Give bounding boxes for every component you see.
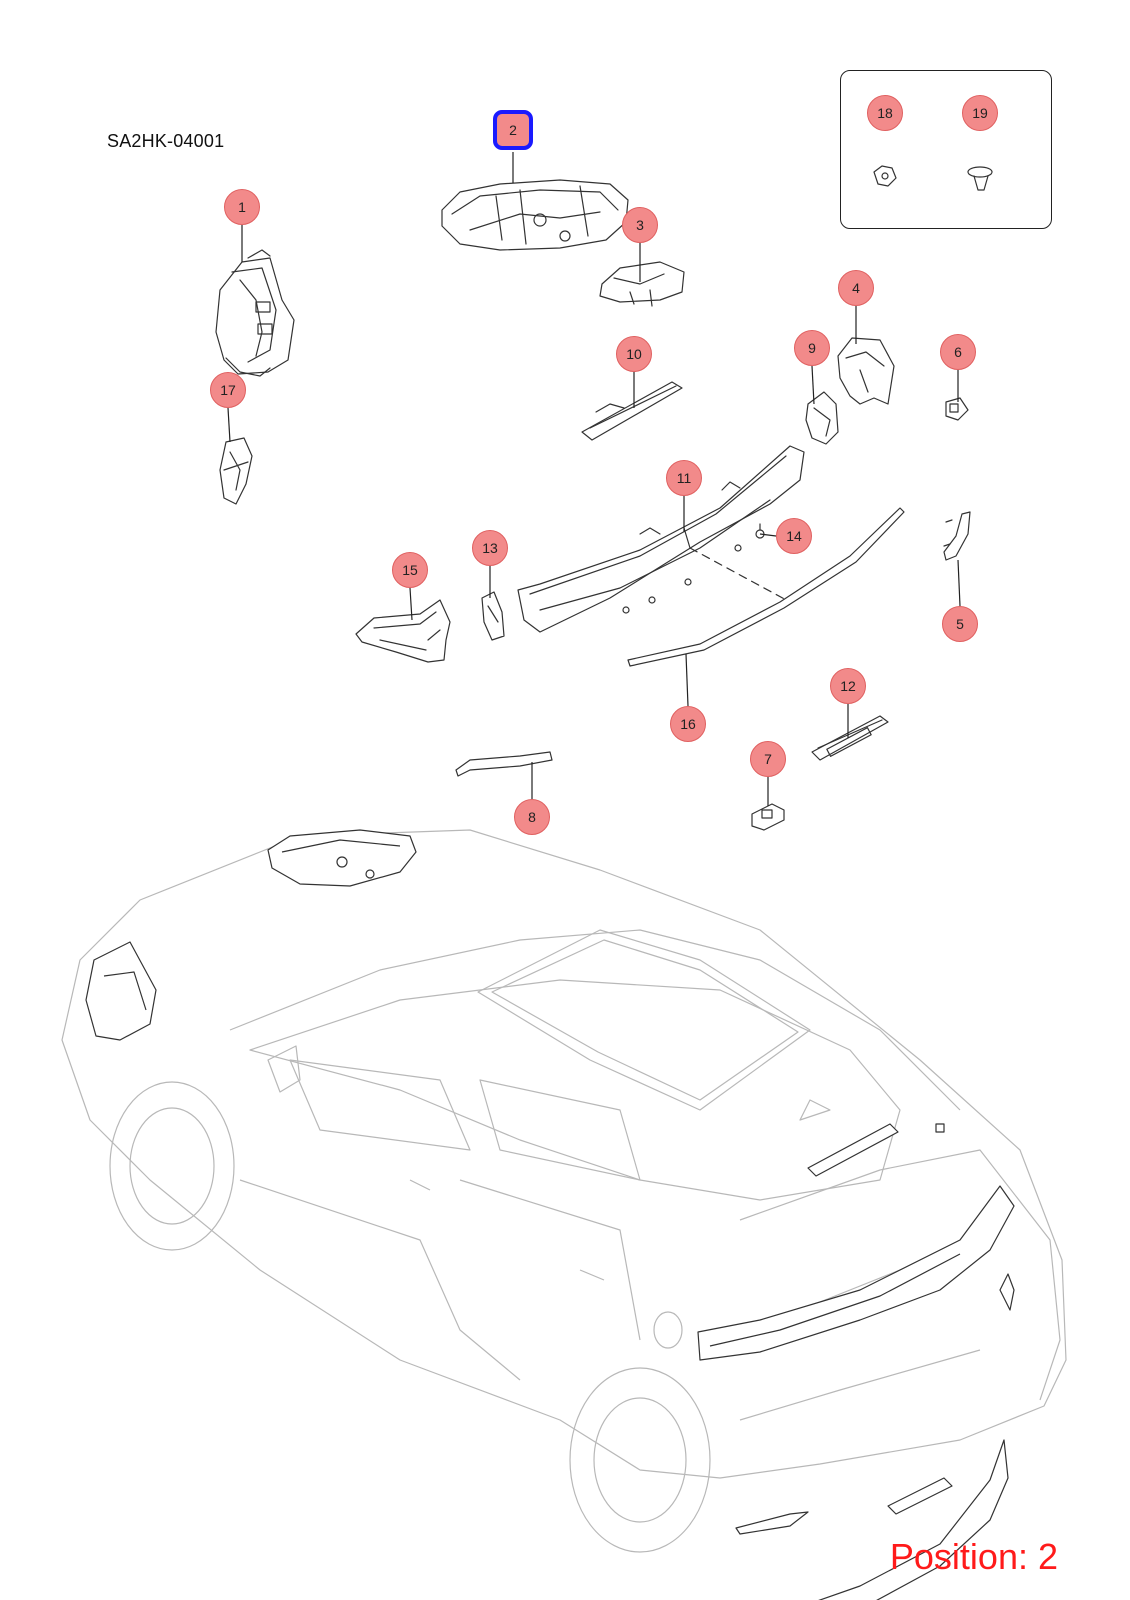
callout-1[interactable]: 1 — [224, 189, 260, 225]
diagram-code: SA2HK-04001 — [107, 131, 225, 151]
part-8-drawing — [455, 751, 553, 777]
vehicle-outline — [61, 829, 1067, 1553]
callout-13[interactable]: 13 — [472, 530, 508, 566]
part-2-drawing — [441, 179, 629, 251]
callout-11[interactable]: 11 — [666, 460, 702, 496]
installed-parts — [85, 829, 1015, 1600]
callout-12[interactable]: 12 — [830, 668, 866, 704]
part-1-drawing — [215, 249, 295, 377]
part-7-drawing — [751, 803, 785, 831]
callout-18[interactable]: 18 — [867, 95, 903, 131]
part-14-drawing — [755, 523, 765, 539]
part-4-drawing — [837, 337, 895, 405]
part-16-drawing — [627, 507, 905, 667]
part-11-drawing — [517, 445, 805, 633]
callout-5[interactable]: 5 — [942, 606, 978, 642]
part-18-drawing — [873, 165, 897, 187]
callout-14[interactable]: 14 — [776, 518, 812, 554]
part-15-drawing — [355, 599, 451, 663]
part-3-drawing — [599, 261, 685, 307]
part-19-drawing — [967, 166, 993, 191]
callout-8[interactable]: 8 — [514, 799, 550, 835]
part-6-drawing — [945, 397, 969, 421]
part-12-drawing — [811, 715, 889, 761]
part-10-drawing — [581, 381, 683, 441]
part-17-drawing — [219, 437, 253, 505]
position-label: Position: 2 — [889, 1536, 1058, 1577]
callout-4[interactable]: 4 — [838, 270, 874, 306]
callout-2-selected[interactable]: 2 — [493, 110, 533, 150]
callout-3[interactable]: 3 — [622, 207, 658, 243]
part-5-drawing — [943, 511, 971, 561]
callout-9[interactable]: 9 — [794, 330, 830, 366]
callout-19[interactable]: 19 — [962, 95, 998, 131]
part-9-drawing — [805, 391, 839, 445]
callout-15[interactable]: 15 — [392, 552, 428, 588]
fasteners-inset — [840, 70, 1052, 229]
callout-17[interactable]: 17 — [210, 372, 246, 408]
callout-6[interactable]: 6 — [940, 334, 976, 370]
part-13-drawing — [481, 591, 505, 641]
callout-16[interactable]: 16 — [670, 706, 706, 742]
callout-10[interactable]: 10 — [616, 336, 652, 372]
callout-7[interactable]: 7 — [750, 741, 786, 777]
leader-lines — [227, 152, 961, 806]
